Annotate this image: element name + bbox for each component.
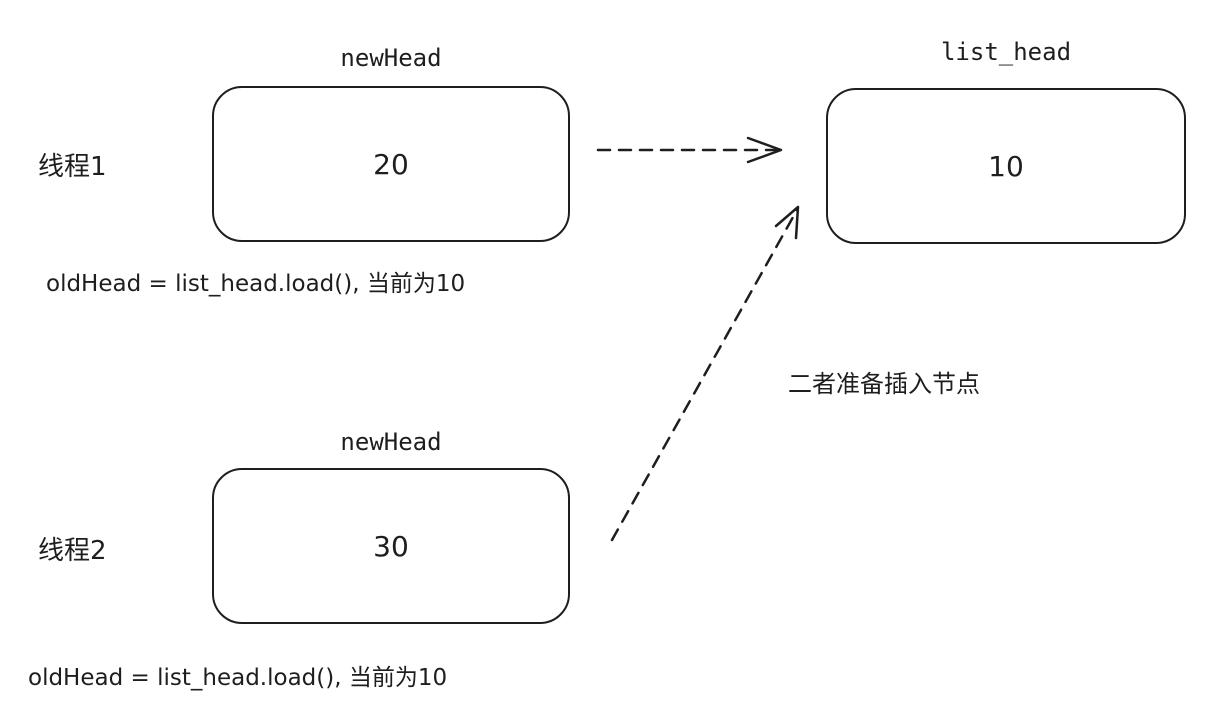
thread1-node[interactable]: 20 [212,86,570,242]
thread2-code: oldHead = list_head.load(), 当前为10 [28,665,448,691]
list-head-node-label: list_head [940,38,1072,66]
note-text: 二者准备插入节点 [788,370,980,398]
thread1-code: oldHead = list_head.load(), 当前为10 [46,271,466,297]
thread2-node[interactable]: 30 [212,468,570,624]
thread2-node-label: newHead [340,428,442,456]
list-head-node-value: 10 [988,149,1024,183]
list-head-node[interactable]: 10 [826,88,1186,244]
thread2-node-value: 30 [373,529,409,563]
thread1-to-list-head-arrow [596,136,783,164]
thread2-to-list-head-arrow [610,205,800,542]
thread1-node-value: 20 [373,147,409,181]
thread2-label: 线程2 [38,536,107,566]
thread1-label: 线程1 [38,152,107,182]
thread1-node-label: newHead [340,44,442,72]
